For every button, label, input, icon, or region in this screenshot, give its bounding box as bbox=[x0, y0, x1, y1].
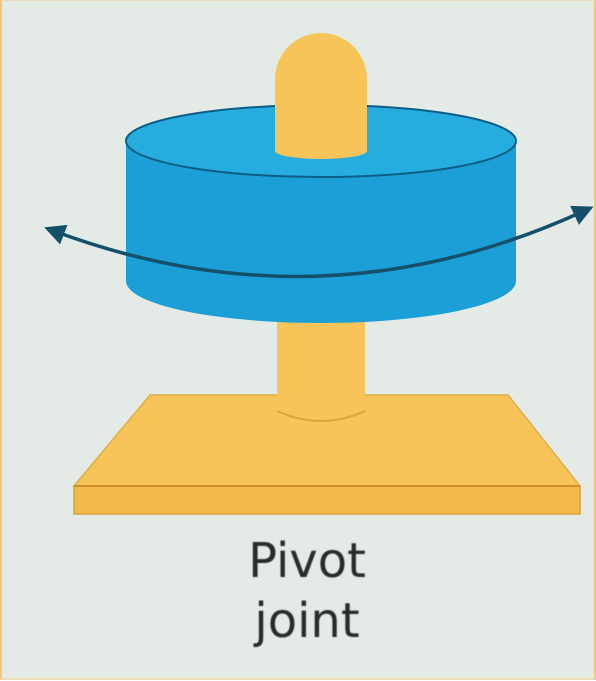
caption-line-1: Pivot bbox=[248, 533, 366, 589]
top-knob bbox=[275, 33, 367, 159]
caption-line-2: joint bbox=[254, 593, 360, 649]
rotation-arrow bbox=[44, 205, 594, 279]
base-plate bbox=[72, 394, 582, 515]
diagram-caption: Pivot joint bbox=[202, 531, 412, 651]
